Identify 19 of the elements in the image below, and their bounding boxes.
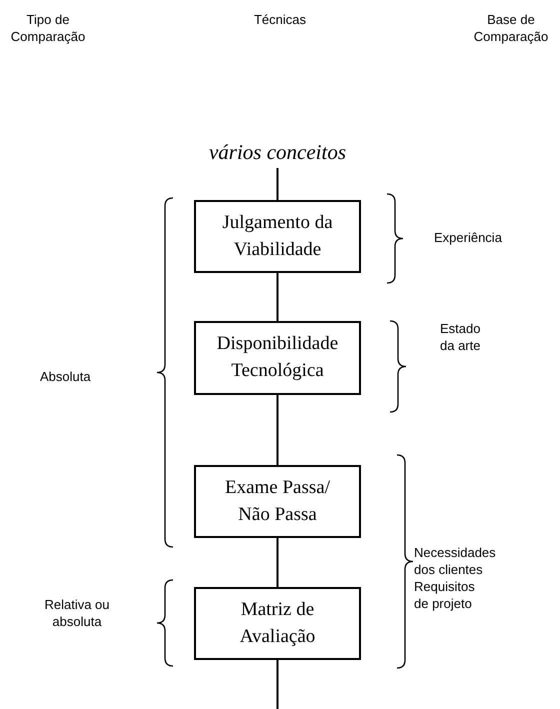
connector-line xyxy=(276,395,278,465)
connector-line xyxy=(276,660,278,709)
process-box: Exame Passa/ Não Passa xyxy=(194,465,361,538)
annotation-text: Estado da arte xyxy=(440,321,482,355)
connector-line xyxy=(276,273,278,321)
process-box: Julgamento da Viabilidade xyxy=(194,200,361,273)
column-heading: Tipo de Comparação xyxy=(10,12,86,46)
annotation-text: Relativa ou absoluta xyxy=(43,597,111,631)
process-box: Disponibilidade Tecnológica xyxy=(194,321,361,395)
annotation-text: Requisitos de projeto xyxy=(414,579,476,613)
annotation-text: Experiência xyxy=(434,230,503,247)
column-heading: Técnicas xyxy=(252,12,308,29)
process-box: Matriz de Avaliação xyxy=(194,587,361,660)
connector-line xyxy=(276,538,278,587)
column-heading: Base de Comparação xyxy=(472,12,550,46)
annotation-text: Absoluta xyxy=(40,369,92,386)
annotation-text: Necessidades dos clientes xyxy=(414,545,497,579)
connector-line xyxy=(276,168,278,200)
start-text: vários conceitos xyxy=(190,136,365,168)
